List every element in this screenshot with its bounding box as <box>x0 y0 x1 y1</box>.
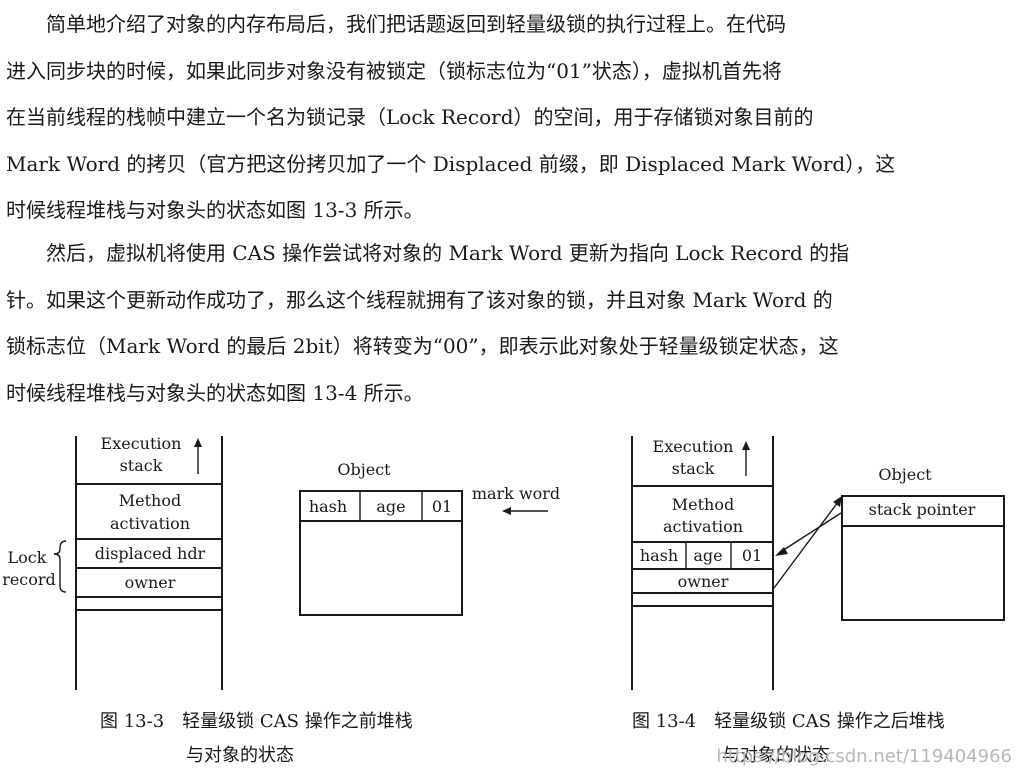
method-label: Method <box>119 491 181 510</box>
method-label: activation <box>663 517 743 536</box>
figure-caption: 图 13-3 轻量级锁 CAS 操作之前堆栈 <box>100 711 413 732</box>
stack-label: Execution <box>101 434 182 453</box>
stack-grow-arrowhead <box>194 438 202 447</box>
paragraph-2-line: 时候线程堆栈与对象头的状态如图 13-4 所示。 <box>6 380 424 405</box>
stack-label: stack <box>672 459 715 478</box>
owner-arrow <box>781 512 842 552</box>
pointer-arrowhead <box>833 496 842 507</box>
paragraph-1-line: 进入同步块的时候，如果此同步对象没有被锁定（锁标志位为“01”状态），虚拟机首先… <box>6 58 782 83</box>
lock-record-label: record <box>2 570 56 589</box>
object-title: Object <box>878 465 932 484</box>
pointer-arrow <box>773 501 839 589</box>
lock-record-brace <box>53 540 67 593</box>
figure-caption: 与对象的状态 <box>186 745 294 766</box>
figure-caption: 图 13-4 轻量级锁 CAS 操作之后堆栈 <box>632 711 945 732</box>
hash-cell: hash <box>640 546 678 565</box>
hash-cell: hash <box>309 497 347 516</box>
lock-record-label: Lock <box>8 548 47 567</box>
object-box <box>299 490 463 616</box>
stack-label: stack <box>120 456 163 475</box>
figures: Execution stack Method activation displa… <box>2 434 1012 767</box>
age-cell: age <box>376 497 405 516</box>
paragraph-1-line: 时候线程堆栈与对象头的状态如图 13-3 所示。 <box>6 198 424 222</box>
object-title: Object <box>337 460 391 479</box>
paragraph-2-line: 针。如果这个更新动作成功了，那么这个线程就拥有了该对象的锁，并且对象 Mark … <box>6 287 833 312</box>
object-box <box>841 495 1005 621</box>
stack-pointer-cell: stack pointer <box>869 500 976 519</box>
stack-grow-arrowhead <box>742 441 750 450</box>
stack-label: Execution <box>653 437 734 456</box>
mark-word-label: mark word <box>472 484 560 503</box>
paragraph-2-line: 锁标志位（Mark Word 的最后 2bit）将转变为“00”，即表示此对象处… <box>6 334 839 358</box>
paragraph-1-line: 简单地介绍了对象的内存布局后，我们把话题返回到轻量级锁的执行过程上。在代码 <box>46 12 786 36</box>
paragraph-2-line: 然后，虚拟机将使用 CAS 操作尝试将对象的 Mark Word 更新为指向 L… <box>46 241 850 265</box>
method-label: Method <box>672 495 734 514</box>
method-label: activation <box>110 514 190 533</box>
owner-label: owner <box>678 572 729 591</box>
flag-cell: 01 <box>742 546 762 565</box>
owner-label: owner <box>125 573 176 592</box>
mark-word-arrowhead <box>502 507 511 515</box>
figure-13-3: Execution stack Method activation displa… <box>2 434 560 766</box>
flag-cell: 01 <box>432 497 452 516</box>
paragraph-2: 然后，虚拟机将使用 CAS 操作尝试将对象的 Mark Word 更新为指向 L… <box>6 230 1006 416</box>
age-cell: age <box>693 546 722 565</box>
owner-arrowhead <box>775 547 788 556</box>
paragraph-1-line: Mark Word 的拷贝（官方把这份拷贝加了一个 Displaced 前缀，即… <box>6 151 896 176</box>
figure-13-4: Execution stack Method activation hash a… <box>631 436 1005 766</box>
figure-caption: 与对象的状态 <box>722 745 830 766</box>
paragraph-1: 简单地介绍了对象的内存布局后，我们把话题返回到轻量级锁的执行过程上。在代码 进入… <box>6 1 1006 234</box>
watermark-text: https://blog.csdn.net/119404966 <box>716 746 1012 767</box>
paragraph-1-line: 在当前线程的栈帧中建立一个名为锁记录（Lock Record）的空间，用于存储锁… <box>6 105 814 129</box>
displaced-hdr-label: displaced hdr <box>95 544 206 563</box>
